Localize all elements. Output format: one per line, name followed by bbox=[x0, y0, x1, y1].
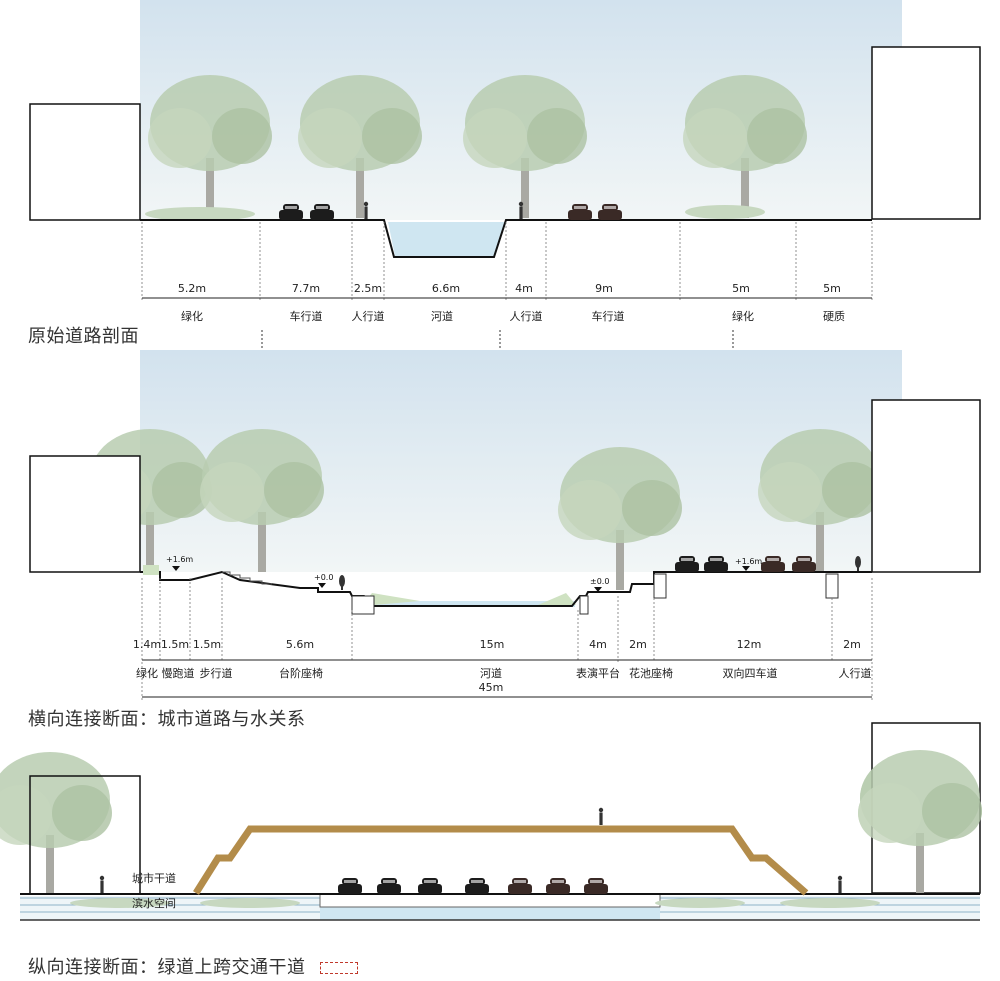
stair-seating bbox=[222, 571, 272, 585]
elevation-label: +1.6m bbox=[735, 557, 762, 566]
section-original-road bbox=[29, 0, 981, 376]
total-dim-label: 45m bbox=[478, 681, 504, 694]
zone-label: 步行道 bbox=[199, 667, 233, 680]
dim-label: 1.5m bbox=[160, 638, 190, 651]
greenway-bridge bbox=[193, 825, 809, 896]
section3-title: 纵向连接断面：绿道上跨交通干道 bbox=[28, 953, 358, 979]
shrub bbox=[145, 207, 255, 221]
elevation-label: +0.0 bbox=[314, 573, 333, 582]
zone-label: 花池座椅 bbox=[629, 667, 673, 680]
retaining-wall bbox=[825, 573, 839, 599]
dim-label: 2.5m bbox=[353, 282, 383, 295]
dim-label: 5m bbox=[823, 282, 841, 295]
zone-label: 双向四车道 bbox=[722, 667, 778, 680]
building-left bbox=[29, 103, 141, 221]
zone-label: 硬质 bbox=[823, 310, 845, 323]
retaining-wall bbox=[351, 595, 375, 615]
dimension-guides bbox=[141, 578, 873, 700]
road-label: 城市干道 bbox=[132, 872, 176, 885]
person-icon bbox=[598, 807, 604, 825]
zone-label: 人行道 bbox=[509, 310, 543, 323]
dim-label: 9m bbox=[595, 282, 613, 295]
dim-label: 15m bbox=[479, 638, 505, 651]
planting-box bbox=[143, 565, 159, 575]
retaining-wall bbox=[653, 573, 667, 599]
retaining-wall bbox=[579, 595, 589, 615]
section-longitudinal bbox=[0, 722, 982, 921]
dim-label: 1.4m bbox=[132, 638, 162, 651]
zone-label: 车行道 bbox=[289, 310, 323, 323]
section1-title: 原始道路剖面 bbox=[28, 326, 139, 347]
elevation-marker-icon bbox=[594, 587, 602, 592]
planting-slope bbox=[362, 593, 420, 606]
person-icon bbox=[363, 201, 369, 219]
car-icon bbox=[338, 878, 362, 894]
elevation-marker-icon bbox=[172, 566, 180, 571]
river-water bbox=[320, 907, 660, 920]
tree-icon bbox=[339, 575, 345, 590]
tree-icon bbox=[0, 752, 112, 895]
zone-label: 人行道 bbox=[351, 310, 385, 323]
dim-label: 5m bbox=[732, 282, 750, 295]
underpass-channel bbox=[319, 893, 661, 908]
elevation-marker-icon bbox=[742, 566, 750, 571]
zone-label: 台阶座椅 bbox=[279, 667, 323, 680]
person-icon bbox=[518, 201, 524, 219]
zone-label: 人行道 bbox=[838, 667, 872, 680]
dim-label: 12m bbox=[736, 638, 762, 651]
dim-label: 1.5m bbox=[192, 638, 222, 651]
car-icon bbox=[546, 878, 570, 894]
dim-label: 2m bbox=[843, 638, 861, 651]
person-icon bbox=[99, 875, 105, 893]
elevation-marker-icon bbox=[318, 583, 326, 588]
zone-label: 表演平台 bbox=[576, 667, 620, 680]
zone-label: 绿化 bbox=[732, 310, 754, 323]
ground-profile bbox=[140, 570, 872, 607]
dim-label: 4m bbox=[589, 638, 607, 651]
car-icon bbox=[508, 878, 532, 894]
car-icon bbox=[377, 878, 401, 894]
person-icon bbox=[837, 875, 843, 893]
river-water bbox=[388, 222, 506, 256]
section-cross-connection: +1.6m +0.0 ±0.0 +1.6m bbox=[29, 350, 981, 700]
dim-label: 4m bbox=[515, 282, 533, 295]
dim-label: 5.6m bbox=[285, 638, 315, 651]
dimension-guides bbox=[141, 222, 873, 300]
section3-title-text: 纵向连接断面：绿道上跨交通干道 bbox=[28, 957, 306, 978]
dim-label: 2m bbox=[629, 638, 647, 651]
dim-label: 7.7m bbox=[291, 282, 321, 295]
greenway-legend-swatch bbox=[319, 962, 358, 974]
zone-label: 绿化 bbox=[136, 667, 158, 680]
car-icon bbox=[584, 878, 608, 894]
elevation-label: ±0.0 bbox=[590, 577, 609, 586]
planting-slope bbox=[538, 593, 576, 605]
zone-label: 慢跑道 bbox=[161, 667, 195, 680]
elevation-label: +1.6m bbox=[166, 555, 193, 564]
ground-profile bbox=[140, 219, 872, 258]
shrub bbox=[685, 205, 765, 219]
river-water bbox=[370, 601, 575, 607]
building-right bbox=[871, 399, 981, 573]
zone-label: 车行道 bbox=[591, 310, 625, 323]
zone-label: 河道 bbox=[431, 310, 453, 323]
section2-title: 横向连接断面：城市道路与水关系 bbox=[28, 709, 306, 730]
dim-label: 6.6m bbox=[431, 282, 461, 295]
dim-label: 5.2m bbox=[177, 282, 207, 295]
building-right bbox=[871, 46, 981, 220]
zone-label: 河道 bbox=[480, 667, 502, 680]
waterfront-label: 滨水空间 bbox=[132, 897, 176, 910]
zone-label: 绿化 bbox=[181, 310, 203, 323]
car-icon bbox=[465, 878, 489, 894]
building-left bbox=[29, 455, 141, 573]
car-icon bbox=[418, 878, 442, 894]
